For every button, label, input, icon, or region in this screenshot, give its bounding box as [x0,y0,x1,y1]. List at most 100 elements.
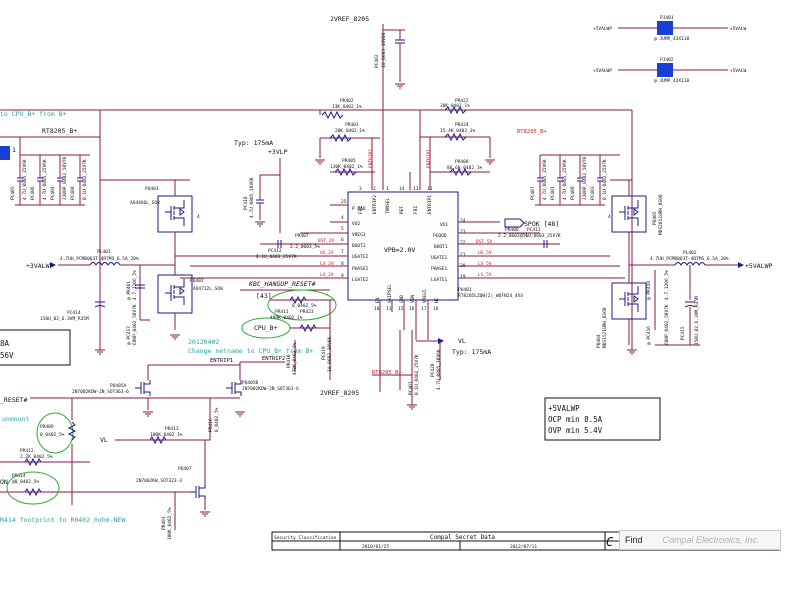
annotation-unmount: unmount [2,415,29,423]
svg-text:PC407: PC407 [530,186,536,200]
pq405b-ref: PQ405B [242,380,259,386]
pq405a-ref: PQ405A [110,383,127,389]
inductor-pl401: PL401 4.7UH_PCMB063T-4R7MS_6.5A_20% [60,249,139,266]
inductor-pl402: PL402 4.7UH_PCMB063T-4R7MS_6.5A_20% [650,250,729,266]
pq407-ref: PQ407 [178,466,192,472]
pr424-ref: PR424 [455,122,469,128]
svg-text:4.7_1206_5%: 4.7_1206_5% [664,270,670,300]
pin-name: FB2 [358,206,364,214]
find-input[interactable]: Compal Electronics, Inc. [662,535,760,545]
pin-num: 17 [421,306,427,312]
pq407-val: 2N7002KW_SOT323-3 [136,478,182,484]
svg-text:4.7U_0805_25V6K: 4.7U_0805_25V6K [42,159,48,200]
pc414-ref: PC414 [67,310,81,316]
pq405b-val: 2N7002KDW-2N_SOT363-6 [242,386,299,392]
pr405-resistor: PR405 130K_0402_1% ENTRIP2 [330,149,375,177]
pr401-ref: PR401 [161,516,167,530]
spok-offpage [504,218,525,228]
pr402-ref: PR402 [340,98,354,104]
svg-text:4: 4 [608,214,611,220]
security-value: Compal Secret Data [430,534,495,541]
ocp-line1: OCP min 8.5A [548,415,603,424]
pq402-val: AO4712L_SO8 [193,286,223,292]
pr403-ref: PR403 [345,122,359,128]
pr409-ref: PR409 [40,424,54,430]
pc415-ref: PC415 [680,326,686,340]
pr412-ref: PR412 [20,448,34,454]
pin-name: FB1 [413,206,419,214]
svg-text:LG_2V: LG_2V [320,272,334,278]
ground-symbol [395,83,405,89]
pin-num: 19 [460,274,466,280]
pr406-val: 2.2_0603_5% [498,233,528,239]
pr406-ref: PR406 [505,227,519,233]
mosfet-pq405b: PQ405B 2N7002KDW-2N_SOT363-6 [226,380,299,396]
pr424-resistor: PR424 15.4K_0402_1% [420,122,495,165]
jumper-2-body [657,63,673,77]
find-bar[interactable]: Find Compal Electronics, Inc. [619,530,781,550]
pr414-val: @0_0402_5% [12,479,39,485]
jumper-pj401: +5VALWP +5VALW PJ401 @ JUMP_43X118 [593,15,747,42]
net-label-spok: SPOK [48] [524,220,559,228]
annotation-typ-vl: Typ: 175mA [452,348,491,356]
pr408-ref: PR408 [455,159,469,165]
pin-num: 11 [386,306,392,312]
ic-left-pins: 25 P PAD 4 VO2 5 VREG3 6 BOOT2 7 UGATE2 … [341,199,369,283]
pin-name: VREG3 [352,232,366,238]
pin-num: 23 [460,229,466,235]
pin-name: UGATE1 [431,255,448,261]
pc410-val: 4.7U_0805_10V6K [249,177,255,218]
mosfet-pq407: PQ407 2N7002KW_SOT323-3 [136,466,206,500]
pr409-val: 0_0402_5% [40,432,65,438]
pr403-val: 20K_0402_1% [335,128,365,134]
svg-text:PC406: PC406 [30,186,36,200]
pr408-resistor: PR408 86.6K_0402_1% ENTRIP1 [426,149,490,177]
pr411-val: 499K_0402_1% [270,315,303,321]
svg-text:UG_2V: UG_2V [320,250,334,256]
svg-text:C: C [606,535,614,549]
net-label-cpu-b: CPU_B+ [254,324,278,332]
pin-num: 6 [341,237,344,243]
net-ref-43: [43] [256,292,272,300]
pin-num: 12 [427,186,433,192]
pc414-val: 150U_B2_6.3VM_R35M [40,316,89,322]
pc402-label: PC402 [374,54,380,68]
annotation-footprint: R414 footprint to R0402_0ohm-NEW [0,516,125,524]
pin-num: 22 [460,240,466,246]
pin-name: PHASE2 [352,266,369,272]
pin-num: 13 [413,186,419,192]
pc419-val: 1U_0603_10V6K [327,336,333,372]
svg-text:@ PR418: @ PR418 [646,281,652,300]
pl402-ref: PL402 [683,250,697,256]
pr422-resistor: PR422 30K_0402_1% [420,98,490,115]
pr413-ref: PR413 [165,426,179,432]
pr423-ref: PR423 [300,309,314,315]
issued-date: 2010/01/25 [362,544,389,550]
ic-vpb-annotation: VPB=2.0V [384,246,415,254]
pr402-val: 13K_0402_1% [332,104,362,110]
pin-num: 18 [433,306,439,312]
net-label-vlp: +3VLP [268,148,288,156]
pin-num: 9 [341,273,344,279]
jumper-1-ref: PJ401 [660,15,674,21]
net-label-rt8205-bottom: RT8205_B+ [372,370,402,376]
svg-text:ENTRIP1: ENTRIP1 [426,149,432,168]
jumper-1-out-net: +5VALW [730,26,747,32]
pr406-pc413: PR406 2.2_0603_5% PC413 0.1U_0603_25V7K [498,227,561,248]
pin-name: BOOT1 [434,244,448,250]
net-label-on: ON [0,478,8,486]
jumper-2-out-net: +5VALW [730,68,747,74]
ic-pu401: VPB=2.0V PU401 RT8205LZQW(2)_WQFN24_4X4 … [341,186,523,312]
pin-num: 15 [398,306,404,312]
jumper-2-ref: PJ402 [660,57,674,63]
svg-text:4.7U_0805_25V6K: 4.7U_0805_25V6K [22,159,28,200]
ic-top-pins: FB2 ENTRIP2 TONSEL REF FB1 ENTRIP1 3 2 1… [358,186,433,214]
pin-1-label: 1 [12,146,16,154]
mosfet-pq404: PQ404 MDS1521URH_8SO8 [596,282,647,348]
annotation-typ-vlp: Typ: 175mA [234,139,273,147]
pin-num: 2 [373,186,376,192]
jumper-1-body [657,21,673,35]
pr416-val: 0_0402_5% [214,407,220,432]
svg-text:PC408: PC408 [70,186,76,200]
pl401-ref: PL401 [97,249,111,255]
